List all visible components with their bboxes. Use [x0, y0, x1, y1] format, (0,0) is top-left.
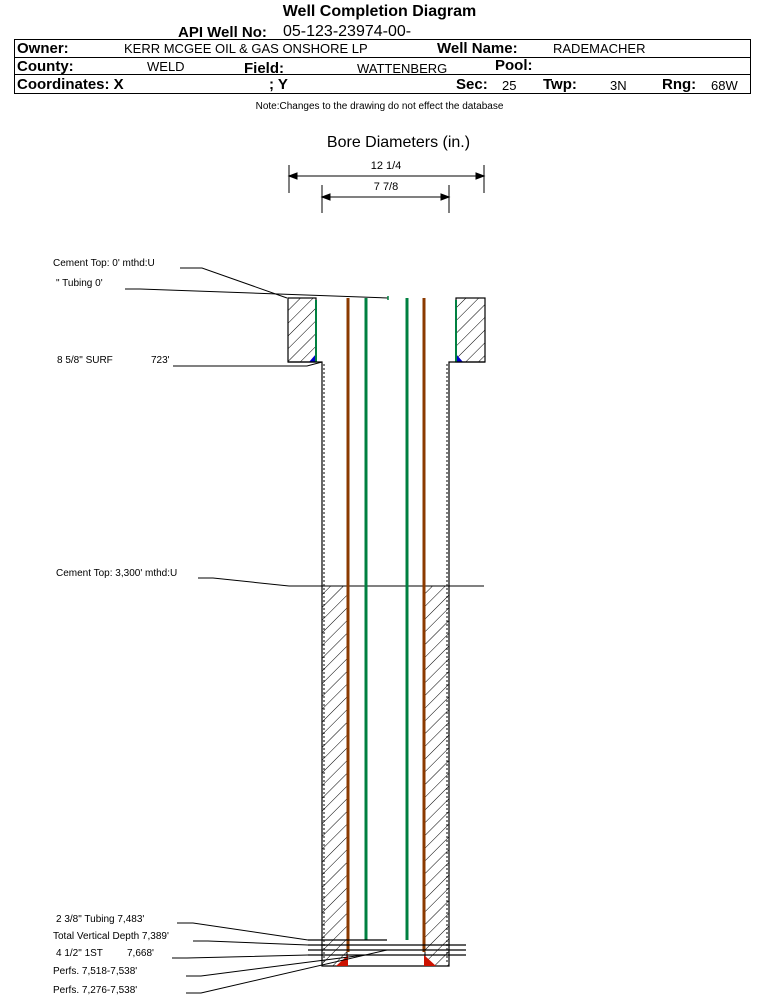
- callout-surface-casing-depth: 723': [151, 355, 170, 366]
- callout-perforations-2: Perfs. 7,276-7,538': [53, 985, 138, 996]
- callout-production-casing-depth: 7,668': [127, 948, 154, 959]
- callout-cement-top-surface: Cement Top: 0' mthd:U: [53, 258, 155, 269]
- callout-total-vertical-depth: Total Vertical Depth 7,389': [53, 931, 169, 942]
- pool-label: Pool:: [495, 57, 533, 74]
- sec-value: 25: [502, 78, 517, 93]
- twp-label: Twp:: [543, 76, 577, 93]
- tubing-string: [364, 298, 409, 940]
- header-border-right: [750, 39, 751, 93]
- callout-surface-casing: 8 5/8" SURF: [57, 355, 113, 366]
- bore-diameters-title: Bore Diameters (in.): [326, 134, 471, 151]
- production-casing: [346, 298, 426, 952]
- well-name-value: RADEMACHER: [553, 41, 646, 56]
- header-rule: [14, 93, 751, 94]
- api-label: API Well No:: [178, 24, 267, 41]
- surface-cement: [287, 297, 486, 363]
- rng-value: 68W: [711, 78, 738, 93]
- callout-leaders: [125, 267, 389, 994]
- database-note: Note:Changes to the drawing do not effec…: [255, 101, 504, 112]
- county-value: WELD: [147, 59, 185, 74]
- field-label: Field:: [244, 60, 284, 77]
- wellbore-walls: [288, 361, 485, 967]
- owner-value: KERR MCGEE OIL & GAS ONSHORE LP: [124, 41, 368, 56]
- header-rule: [14, 39, 751, 40]
- owner-label: Owner:: [17, 40, 69, 57]
- sec-label: Sec:: [456, 76, 488, 93]
- county-label: County:: [17, 58, 74, 75]
- header-border-left: [14, 39, 15, 93]
- api-value: 05-123-23974-00-: [283, 23, 412, 40]
- callout-cement-top-production: Cement Top: 3,300' mthd:U: [56, 568, 178, 579]
- header-rule: [14, 74, 751, 75]
- callout-tubing-top: " Tubing 0': [56, 278, 103, 289]
- twp-value: 3N: [610, 78, 627, 93]
- production-cement: [289, 585, 484, 967]
- field-value: WATTENBERG: [357, 61, 448, 76]
- dimension-inner-label: 7 7/8: [373, 181, 399, 193]
- callout-production-casing: 4 1/2" 1ST: [56, 948, 103, 959]
- coordinates-label: Coordinates: X: [17, 76, 124, 93]
- header-rule: [14, 57, 751, 58]
- diagram-title: Well Completion Diagram: [282, 3, 477, 20]
- dimension-lines: [287, 165, 486, 213]
- dimension-outer-label: 12 1/4: [370, 160, 402, 172]
- callout-tubing-bottom: 2 3/8" Tubing 7,483': [56, 914, 145, 925]
- coordinates-y-label: ; Y: [269, 76, 288, 93]
- callout-perforations-1: Perfs. 7,518-7,538': [53, 966, 138, 977]
- well-name-label: Well Name:: [437, 40, 518, 57]
- rng-label: Rng:: [662, 76, 697, 93]
